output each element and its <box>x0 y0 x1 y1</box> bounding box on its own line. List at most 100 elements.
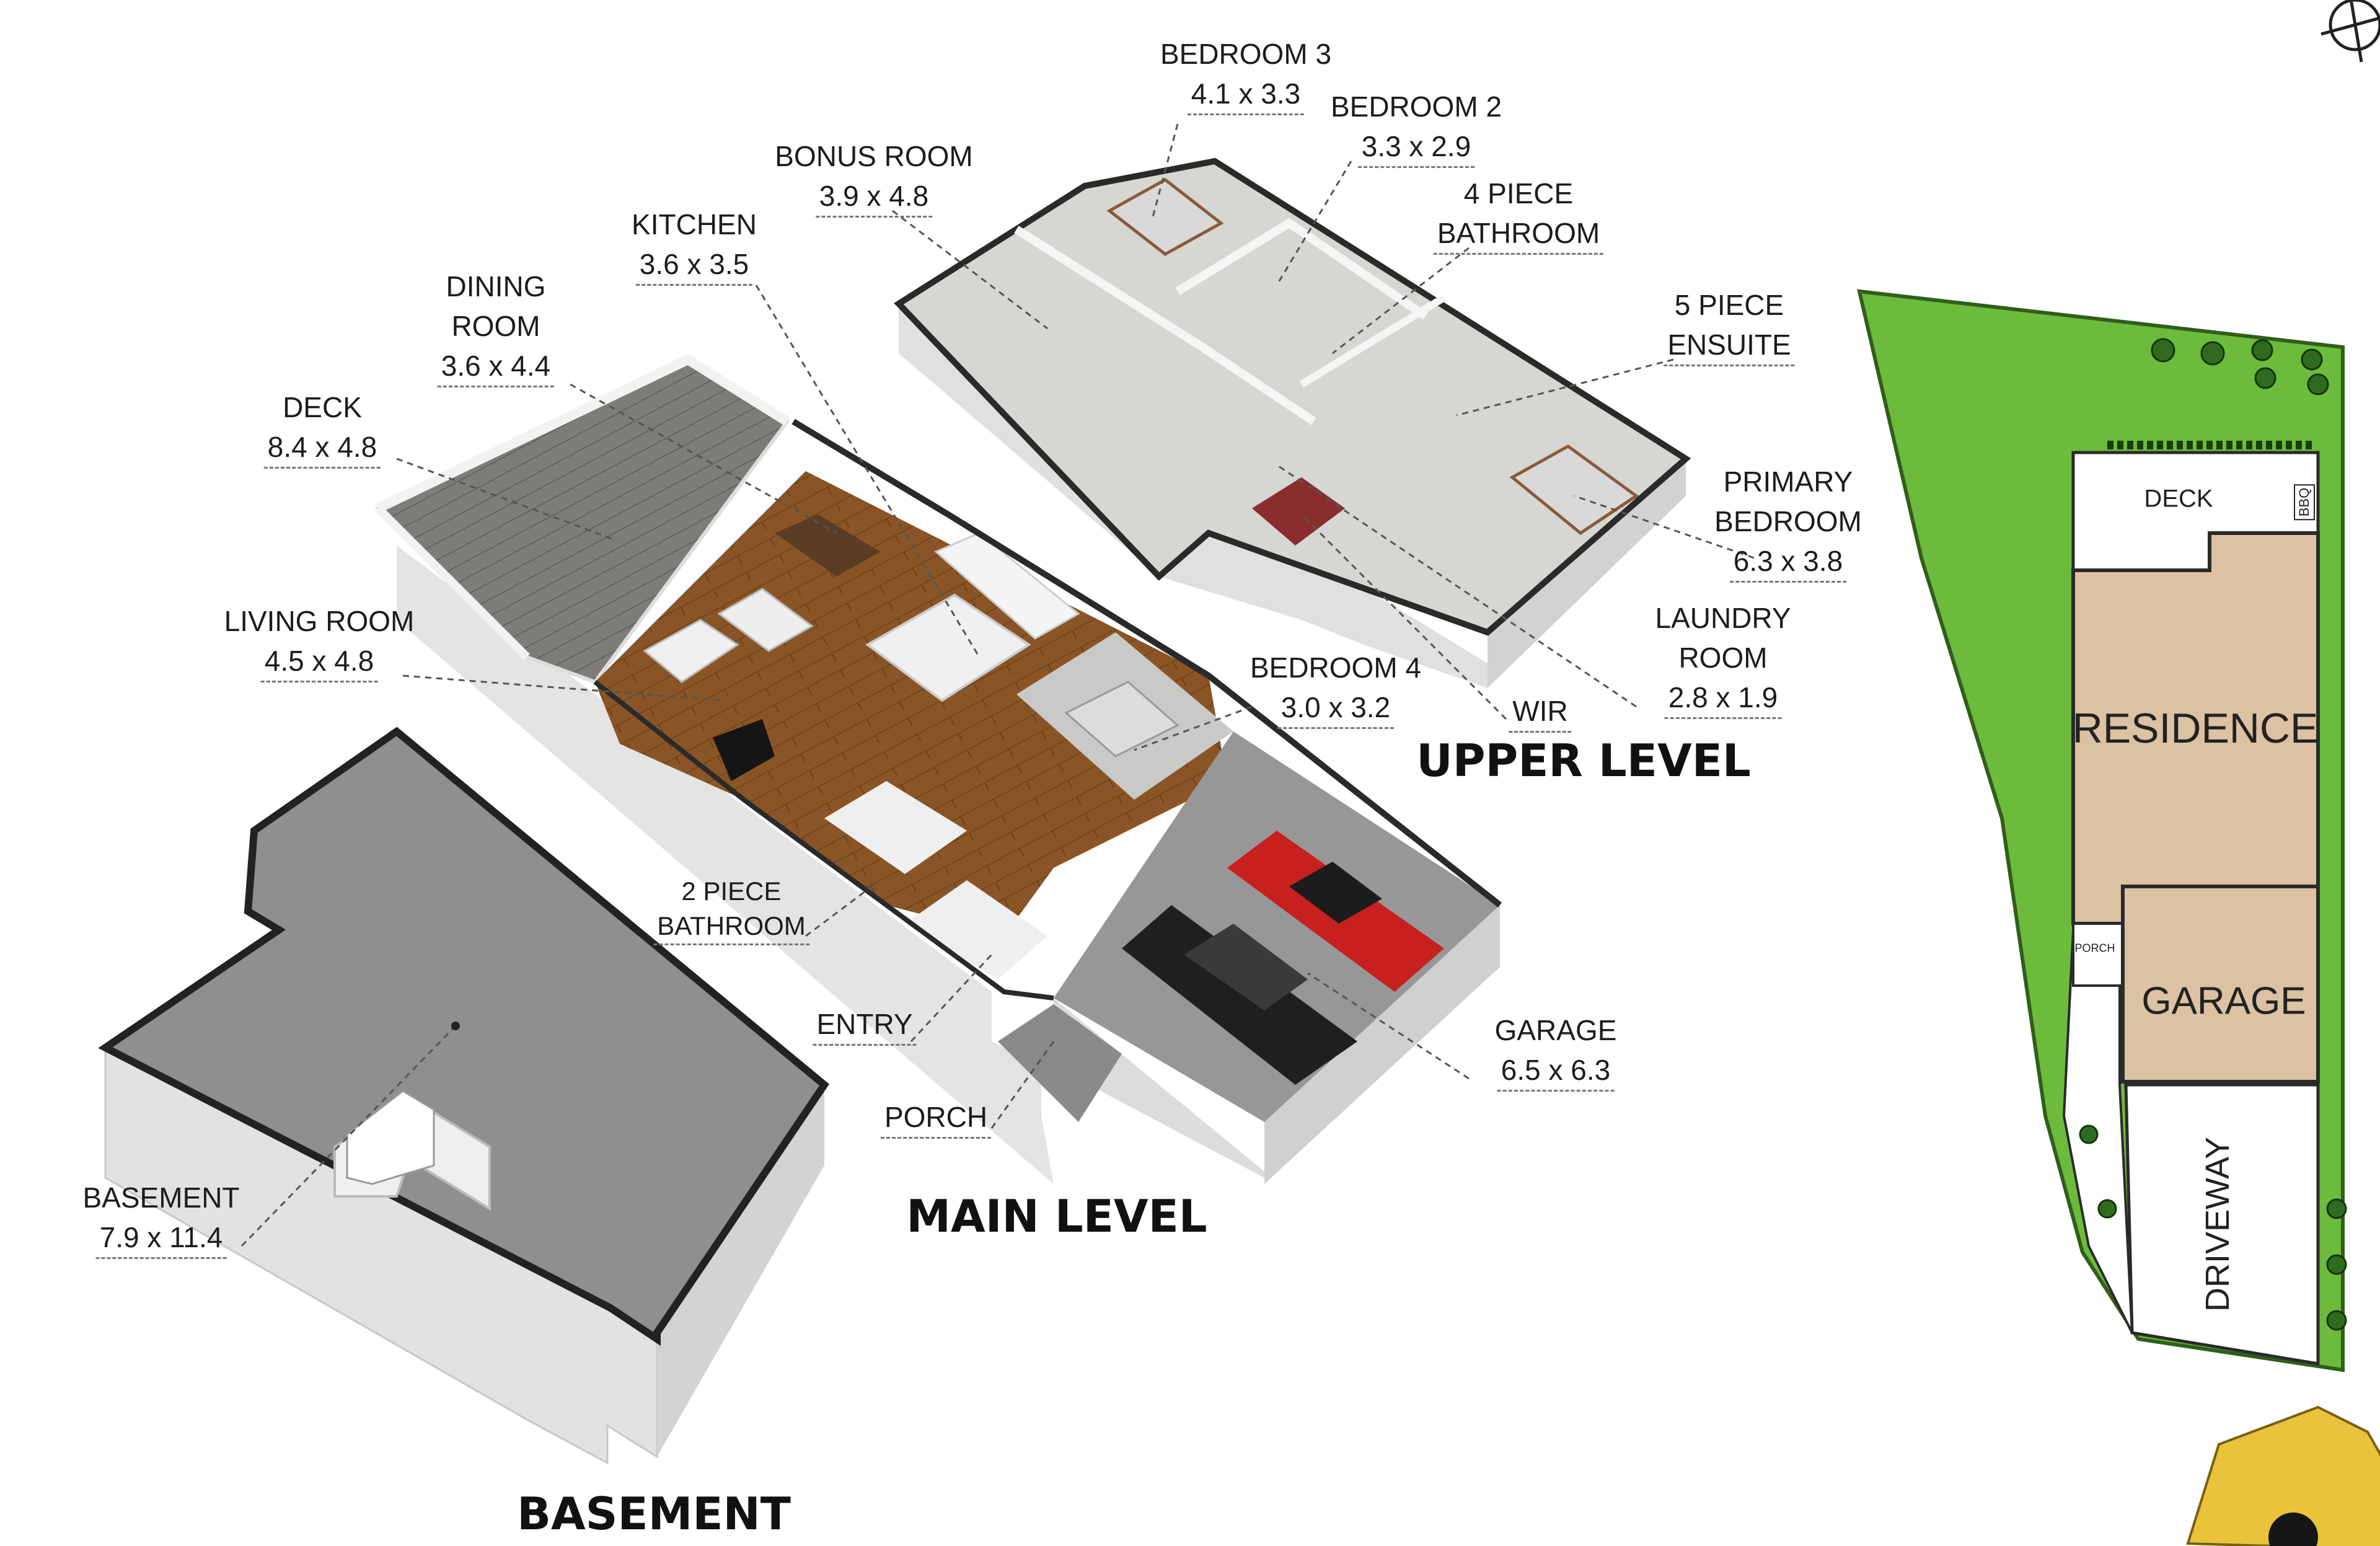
label-bonus-room: BONUS ROOM 3.9 x 4.8 <box>775 136 973 218</box>
leader-2-piece-bath <box>805 879 881 937</box>
label-bedroom-3: BEDROOM 3 4.1 x 3.3 <box>1160 34 1331 115</box>
label-wir: WIR <box>1509 691 1572 733</box>
room-dimensions: 3.3 x 2.9 <box>1357 126 1475 168</box>
room-name: ENTRY <box>813 1004 917 1046</box>
room-dimensions: 6.3 x 3.8 <box>1729 541 1847 583</box>
site-garage <box>2121 885 2320 1084</box>
label-bedroom-2: BEDROOM 2 3.3 x 2.9 <box>1331 87 1502 168</box>
leader-kitchen <box>755 285 981 658</box>
site-label-porch: PORCH <box>2074 942 2115 955</box>
room-name: WIR <box>1509 691 1572 733</box>
dining-table <box>775 515 880 576</box>
room-name-line2: BATHROOM <box>653 909 809 945</box>
room-name: KITCHEN <box>632 208 757 241</box>
car-black <box>1122 905 1357 1085</box>
room-name: BEDROOM 3 <box>1160 38 1332 70</box>
room-name: LIVING ROOM <box>224 605 415 637</box>
label-4-piece-bathroom: 4 PIECE BATHROOM <box>1433 174 1604 255</box>
upper-level-wall-right <box>1488 459 1686 688</box>
bathroom-2-floor <box>824 781 967 874</box>
room-name: BONUS ROOM <box>775 140 973 172</box>
room-name-line2: ROOM <box>1678 642 1768 674</box>
leader-5-piece-ensuite <box>1456 358 1674 417</box>
room-name-line2: BATHROOM <box>1433 213 1604 255</box>
upper-level <box>894 157 1691 688</box>
piano <box>713 719 775 781</box>
site-trees <box>2079 338 2347 1331</box>
leader-wir <box>1300 513 1507 720</box>
upper-interior-walls <box>1014 226 1316 425</box>
label-porch: PORCH <box>880 1097 992 1139</box>
label-2-piece-bathroom: 2 PIECE BATHROOM <box>653 874 809 945</box>
garage-front-wall <box>1264 905 1500 1184</box>
bedroom-4-bed <box>1064 681 1179 758</box>
room-dimensions: 3.6 x 3.5 <box>635 244 753 286</box>
room-name: BASEMENT <box>82 1182 240 1214</box>
porch-floor <box>998 1004 1122 1122</box>
room-dimensions: 3.9 x 4.8 <box>815 176 933 218</box>
site-plan <box>1857 289 2347 1372</box>
main-level-wall-side <box>397 546 1054 1184</box>
leader-primary <box>1574 495 1755 559</box>
kitchen-counter <box>934 532 1080 640</box>
label-kitchen: KITCHEN 3.6 x 3.5 <box>632 205 757 286</box>
main-level-wall-outline <box>791 418 1502 908</box>
site-porch <box>2072 922 2124 987</box>
room-name-line2: ENSUITE <box>1664 325 1795 366</box>
site-driveway <box>2124 1083 2320 1366</box>
leader-entry <box>910 953 993 1043</box>
label-garage: GARAGE 6.5 x 6.3 <box>1494 1010 1617 1092</box>
room-name-line1: PRIMARY <box>1723 466 1853 498</box>
basement-floor <box>98 727 830 1346</box>
room-dimensions: 4.1 x 3.3 <box>1187 74 1305 115</box>
leader-laundry <box>1276 464 1637 708</box>
room-name: PORCH <box>880 1097 992 1139</box>
room-dimensions: 7.9 x 11.4 <box>95 1217 227 1259</box>
room-dimensions: 3.0 x 3.2 <box>1277 687 1395 729</box>
room-name: GARAGE <box>1494 1014 1617 1046</box>
living-sofa-2 <box>717 588 814 652</box>
label-primary-bedroom: PRIMARY BEDROOM 6.3 x 3.8 <box>1714 462 1862 583</box>
label-bedroom-4: BEDROOM 4 3.0 x 3.2 <box>1250 648 1421 729</box>
garage-wall-side <box>1054 905 1500 1178</box>
room-dimensions: 4.5 x 4.8 <box>260 641 378 682</box>
basement-wall-right <box>657 1085 824 1457</box>
living-sofa <box>643 619 739 683</box>
basement-level <box>98 727 830 1465</box>
room-name-line1: 4 PIECE <box>1463 177 1574 210</box>
main-level <box>374 353 1502 1184</box>
site-deck <box>2071 451 2320 572</box>
label-deck: DECK 8.4 x 4.8 <box>263 387 381 469</box>
room-dimensions: 6.5 x 6.3 <box>1497 1050 1615 1092</box>
label-5-piece-ensuite: 5 PIECE ENSUITE <box>1664 285 1795 366</box>
room-dimensions: 8.4 x 4.8 <box>263 427 381 469</box>
site-label-deck: DECK <box>2144 485 2213 513</box>
leader-bedroom-3 <box>1152 123 1179 218</box>
room-name-line1: LAUNDRY <box>1655 602 1791 634</box>
room-name-line1: 2 PIECE <box>681 877 782 906</box>
entry-floor <box>905 880 1047 979</box>
site-label-bbq: BBQ <box>2294 484 2315 521</box>
leader-bedroom-4 <box>1134 705 1253 751</box>
upper-interior-walls-2 <box>1175 218 1428 320</box>
leader-deck <box>396 457 614 541</box>
room-name: DECK <box>283 391 362 423</box>
leader-bonus-room <box>892 210 1048 330</box>
leader-garage <box>1307 972 1470 1080</box>
room-dimensions: 3.6 x 4.4 <box>437 346 555 387</box>
upper-interior-walls-3 <box>1299 294 1447 388</box>
garage-floor <box>1054 731 1500 1122</box>
room-name-line2: BEDROOM <box>1714 505 1862 537</box>
label-entry: ENTRY <box>813 1004 917 1046</box>
label-dining-room: DINING ROOM 3.6 x 4.4 <box>437 267 555 387</box>
room-name-line2: ROOM <box>451 310 540 342</box>
basement-stair-opening <box>346 1090 435 1185</box>
kitchen-island <box>865 593 1031 702</box>
leader-living <box>402 674 726 702</box>
leader-lines <box>396 123 1755 1129</box>
level-title-basement: BASEMENT <box>517 1488 791 1540</box>
room-dimensions: 2.8 x 1.9 <box>1664 678 1782 719</box>
room-name-line1: DINING <box>446 270 546 303</box>
compass-icon <box>2320 0 2380 63</box>
